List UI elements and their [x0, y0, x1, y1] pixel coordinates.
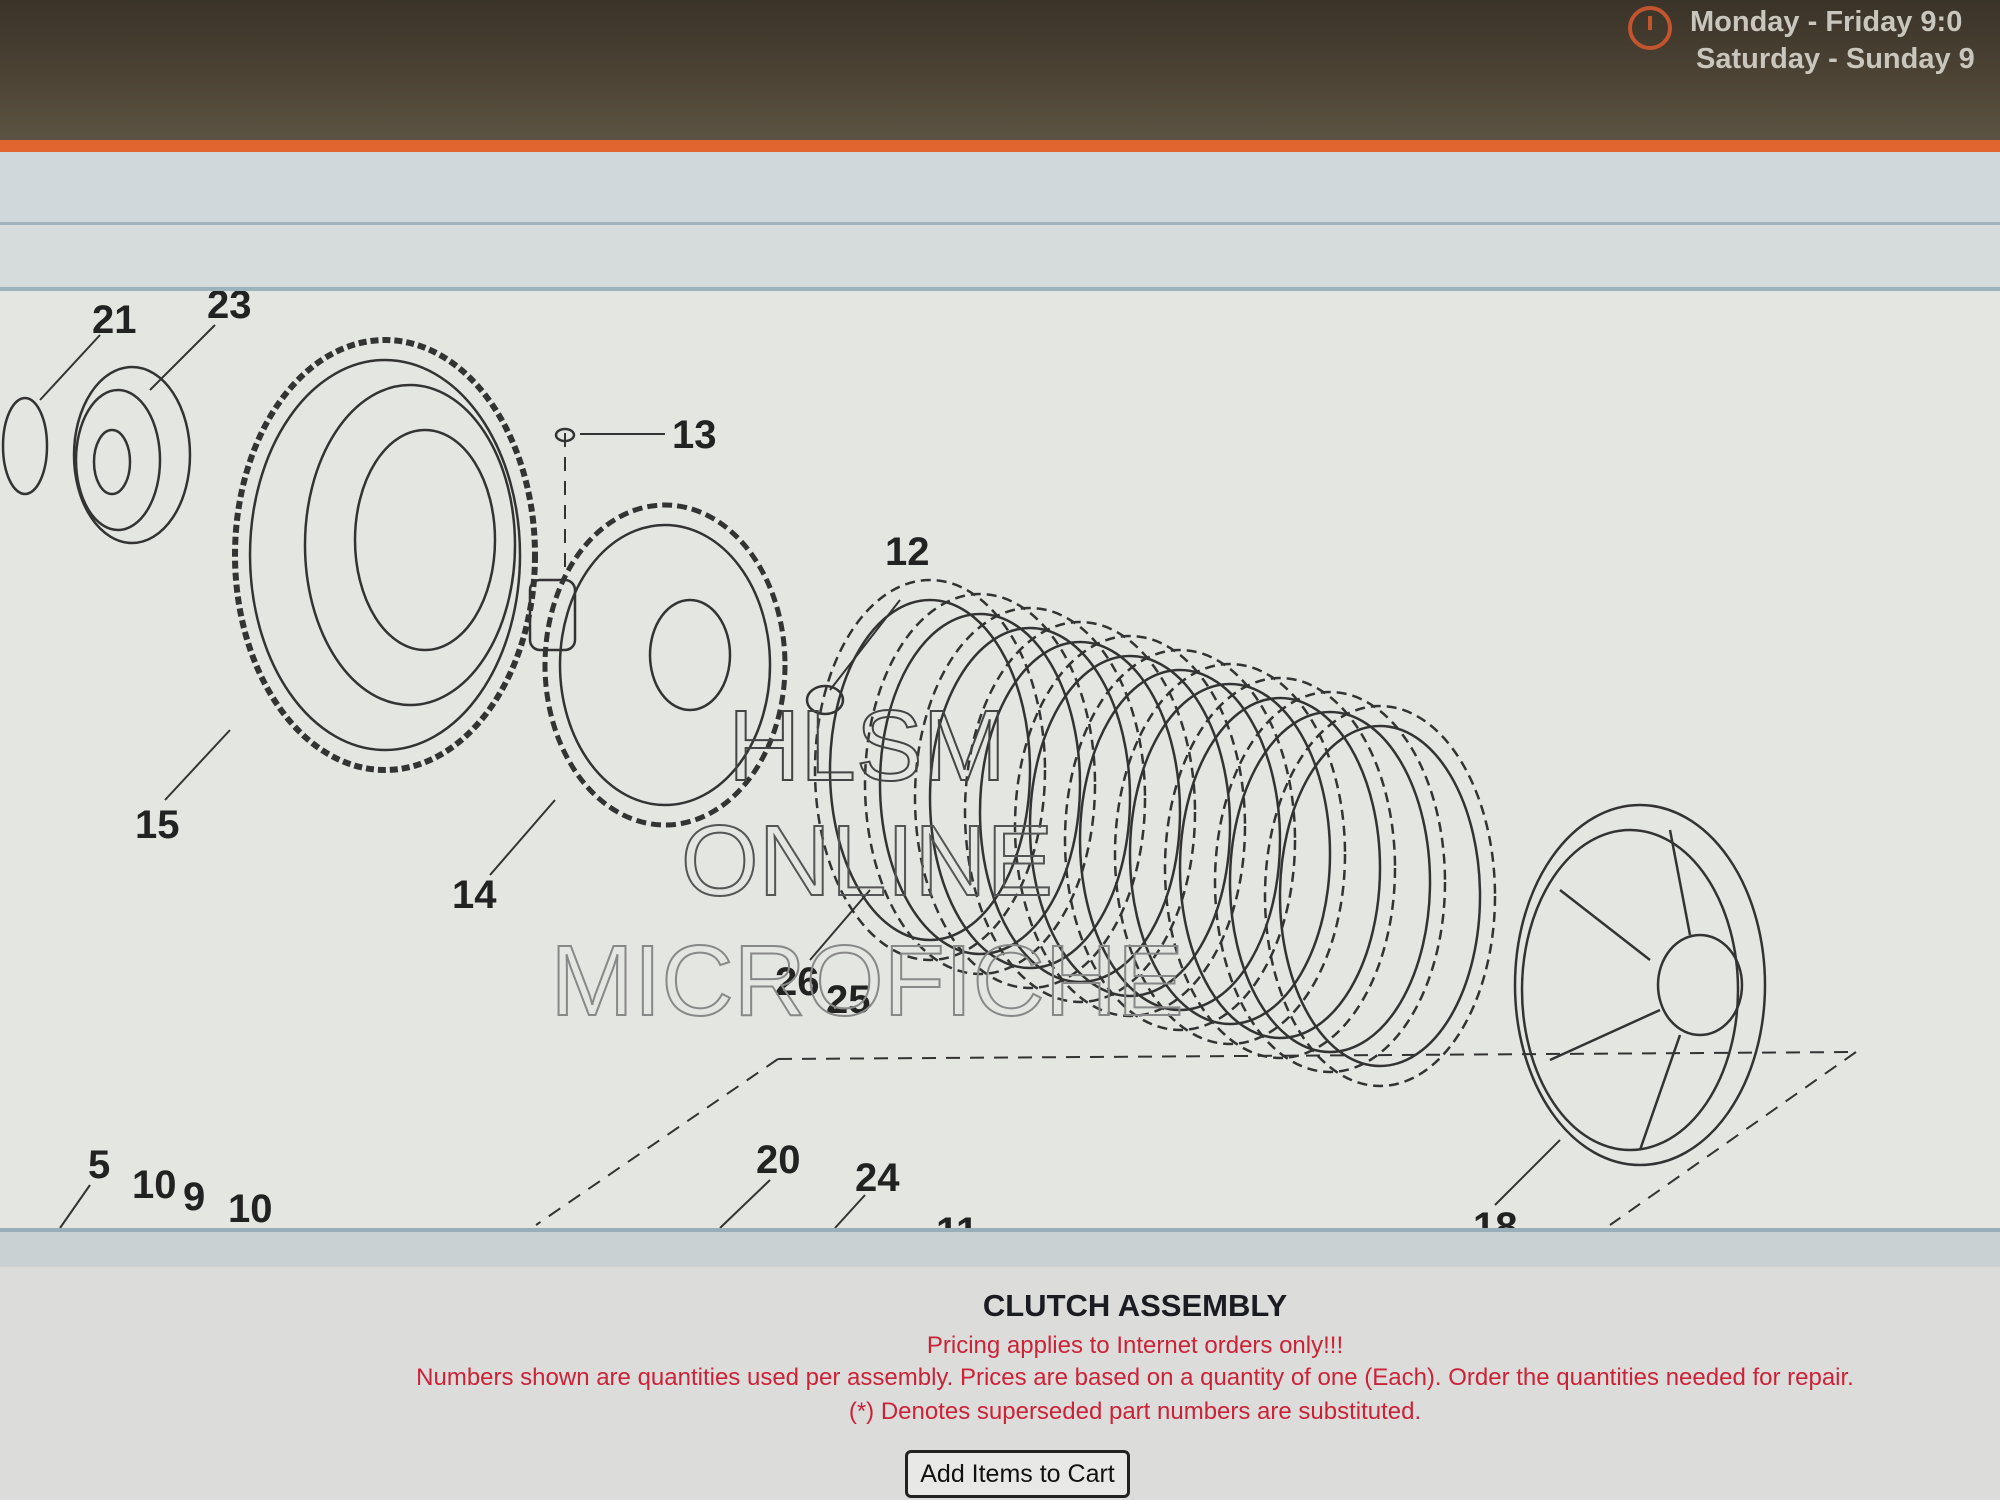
add-items-to-cart-button[interactable]: Add Items to Cart — [905, 1450, 1130, 1498]
callout-14: 14 — [452, 873, 497, 917]
callout-26: 26 — [775, 960, 820, 1004]
callout-25: 25 — [826, 978, 871, 1022]
callout-10: 10 — [132, 1163, 177, 1207]
superseded-notice: (*) Denotes superseded part numbers are … — [848, 1398, 1422, 1425]
clutch-plate — [828, 598, 1032, 942]
clutch-plate — [1263, 704, 1497, 1088]
callout-21: 21 — [92, 298, 137, 342]
callout-20: 20 — [756, 1138, 801, 1182]
clutch-plate — [928, 626, 1132, 970]
snap-ring — [1, 396, 49, 496]
clutch-plate — [1178, 696, 1382, 1040]
hours-weekend: Saturday - Sunday 9 — [1696, 43, 1975, 75]
callout-12: 12 — [885, 530, 930, 574]
clutch-plate — [863, 592, 1097, 976]
clutch-plate — [878, 612, 1082, 956]
clutch-plate — [1128, 682, 1332, 1026]
callout-24: 24 — [855, 1156, 900, 1200]
clutch-plate — [1163, 676, 1397, 1060]
hours-weekday: Monday - Friday 9:0 — [1690, 6, 1963, 38]
clutch-hub — [528, 502, 788, 828]
clutch-plate — [1078, 668, 1282, 1012]
watermark-line-1: HLSM — [728, 690, 1006, 802]
clutch-plate — [1063, 648, 1297, 1032]
pressure-plate — [1513, 803, 1767, 1167]
pin — [554, 427, 576, 443]
callout-10b: 10 — [228, 1187, 273, 1231]
clutch-plate — [1228, 710, 1432, 1054]
clutch-plate — [913, 606, 1147, 990]
callout-13: 13 — [672, 413, 717, 457]
sub-nav-band — [0, 225, 2000, 291]
clutch-plate — [813, 578, 1047, 962]
business-hours: Monday - Friday 9:0 Saturday - Sunday 9 — [1690, 4, 1975, 78]
clutch-plate — [963, 620, 1197, 1004]
clutch-plate — [1213, 690, 1447, 1074]
clutch-plate — [1028, 654, 1232, 998]
watermark: HLSM ONLINE MICROFICHE — [549, 689, 1184, 1038]
pricing-notice: Pricing applies to Internet orders only!… — [926, 1332, 1344, 1359]
clutch-shell-sprocket — [232, 337, 538, 773]
watermark-line-2: ONLINE — [681, 805, 1053, 917]
callout-9: 9 — [183, 1175, 205, 1219]
bearing — [72, 365, 192, 545]
clock-icon — [1628, 6, 1672, 50]
leader-lines — [39, 324, 1561, 1229]
clutch-plate — [1278, 724, 1482, 1068]
callout-15: 15 — [135, 803, 180, 847]
clutch-plate — [1013, 634, 1247, 1018]
divider-bar — [0, 1228, 2000, 1271]
callout-23: 23 — [207, 291, 252, 327]
clutch-plates — [813, 578, 1497, 1088]
assembly-title: CLUTCH ASSEMBLY — [982, 1288, 1288, 1323]
callout-5: 5 — [88, 1143, 110, 1187]
watermark-line-3: MICROFICHE — [550, 925, 1183, 1037]
guide-lines — [535, 433, 1857, 1226]
clutch-plate — [1113, 662, 1347, 1046]
parts-diagram: 21 23 13 12 15 14 26 25 5 10 9 10 20 24 … — [0, 283, 2000, 1254]
header-accent-line — [0, 140, 2000, 152]
quantity-notice: Numbers shown are quantities used per as… — [416, 1364, 1854, 1391]
clutch-plate — [978, 640, 1182, 984]
nav-band — [0, 152, 2000, 225]
